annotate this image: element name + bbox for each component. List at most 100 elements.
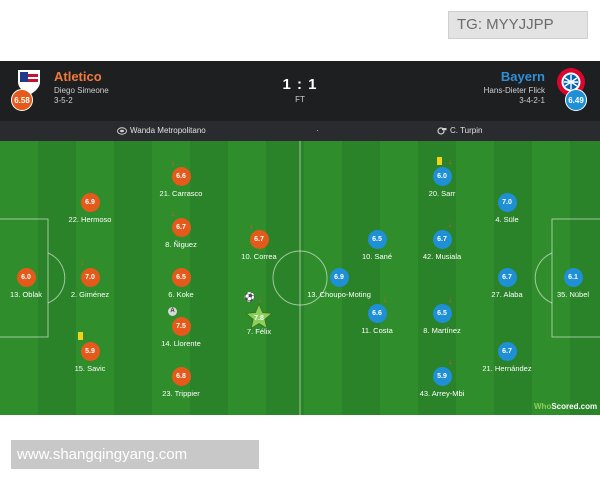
match-score: 1 : 1 xyxy=(282,76,318,93)
watermark-bottom: www.shangqingyang.com xyxy=(11,440,259,469)
player-rating: 6.7 xyxy=(171,218,191,237)
player-savic[interactable]: 5.9 15. Savic xyxy=(45,342,135,373)
player-oblak[interactable]: 6.0 13. Oblak xyxy=(0,268,71,299)
player-rating: 6.5 xyxy=(171,268,191,287)
player-name: 8. Ñiguez xyxy=(165,240,197,249)
away-formation: 3-4-2-1 xyxy=(519,96,545,105)
player-rating: 6.7 xyxy=(432,230,452,249)
brand-part: Scored xyxy=(551,402,579,411)
player-rating: 6.7 xyxy=(497,342,517,361)
player-name: 22. Hermoso xyxy=(68,215,112,224)
player-name: 6. Koke xyxy=(168,290,194,299)
player-rating: 6.6 xyxy=(367,304,387,323)
player-sane[interactable]: 6.5 10. Sané xyxy=(332,230,422,261)
player-sule[interactable]: 7.0 4. Süle xyxy=(462,193,552,224)
player-correa[interactable]: 6.7 10. Correa xyxy=(214,230,304,261)
player-rating: 6.1 xyxy=(563,268,583,287)
player-name: 20. Sarr xyxy=(428,189,456,198)
player-name: 23. Trippier xyxy=(162,389,200,398)
player-name: 2. Giménez xyxy=(70,290,110,299)
player-rating: 7.5 xyxy=(171,317,191,336)
man-of-the-match-star-icon: 7.8 xyxy=(245,303,273,329)
sub-arrow-icon: ↓ xyxy=(80,258,84,267)
sub-arrow-icon: ↓ xyxy=(448,220,452,229)
match-header xyxy=(0,61,600,121)
player-name: 8. Martínez xyxy=(423,326,461,335)
player-rating: 6.6 xyxy=(171,167,191,186)
player-rating: 6.7 xyxy=(497,268,517,287)
player-name: 10. Correa xyxy=(241,252,277,261)
player-name: 11. Costa xyxy=(361,326,393,335)
away-team-rating: 6.49 xyxy=(565,89,587,111)
sub-arrow-icon: ↓ xyxy=(383,295,387,304)
sub-arrow-icon: ↓ xyxy=(448,295,452,304)
player-rating: 5.9 xyxy=(432,367,452,386)
player-name: 7. Félix xyxy=(246,327,272,336)
info-separator: · xyxy=(316,126,319,135)
atletico-logo-icon xyxy=(18,70,40,95)
goal-ball-icon: ⚽ xyxy=(244,292,256,302)
sub-arrow-icon: ↓ xyxy=(448,357,452,366)
player-rating: 7.0 xyxy=(497,193,517,212)
player-arrey-mbi[interactable]: 5.9 43. Arrey-Mbi xyxy=(397,367,487,398)
player-name: 21. Carrasco xyxy=(159,189,203,198)
player-gimenez[interactable]: 7.0 2. Giménez xyxy=(45,268,135,299)
player-choupo-moting[interactable]: 6.9 13. Choupo-Moting xyxy=(294,268,384,299)
player-alaba[interactable]: 6.7 27. Alaba xyxy=(462,268,552,299)
player-rating: 6.8 xyxy=(171,367,191,386)
player-rating: 7.0 xyxy=(80,268,100,287)
sub-arrow-icon: ↓ xyxy=(171,209,175,218)
player-rating: 6.5 xyxy=(432,304,452,323)
player-name: 13. Oblak xyxy=(9,290,43,299)
player-hermoso[interactable]: 6.9 22. Hermoso xyxy=(45,193,135,224)
match-status: FT xyxy=(295,95,305,104)
referee: C. Turpin xyxy=(450,126,483,135)
player-name: 27. Alaba xyxy=(491,290,523,299)
player-musiala[interactable]: 6.7 42. Musiala xyxy=(397,230,487,261)
player-llorente[interactable]: 7.5 14. Llorente xyxy=(136,317,226,348)
sub-arrow-icon: ↓ xyxy=(249,221,253,230)
player-rating: 5.9 xyxy=(80,342,100,361)
home-manager: Diego Simeone xyxy=(54,86,109,95)
stadium-icon xyxy=(117,127,127,135)
pitch-lines xyxy=(0,141,600,415)
player-martinez[interactable]: 6.5 8. Martínez xyxy=(397,304,487,335)
whistle-icon xyxy=(437,127,447,135)
player-koke[interactable]: 6.5 6. Koke xyxy=(136,268,226,299)
brand-part: .com xyxy=(578,402,598,411)
player-name: 14. Llorente xyxy=(161,339,201,348)
sub-arrow-icon: ↓ xyxy=(171,158,175,167)
player-name: 10. Sané xyxy=(361,252,393,261)
whoscored-logo: WhoScored.com xyxy=(534,402,597,411)
home-team-name[interactable]: Atletico xyxy=(54,69,102,84)
yellow-card-icon xyxy=(437,157,442,165)
player-rating: 6.9 xyxy=(80,193,100,212)
player-nubel[interactable]: 6.1 35. Nübel xyxy=(528,268,600,299)
player-name: 4. Süle xyxy=(495,215,519,224)
assist-icon: A xyxy=(168,307,177,316)
home-team-rating: 6.58 xyxy=(11,89,33,111)
player-niguez[interactable]: 6.7 8. Ñiguez xyxy=(136,218,226,249)
player-trippier[interactable]: 6.8 23. Trippier xyxy=(136,367,226,398)
sub-arrow-icon: ↓ xyxy=(448,157,452,166)
player-sarr[interactable]: 6.0 20. Sarr xyxy=(397,167,487,198)
player-rating: 6.5 xyxy=(367,230,387,249)
away-team-name[interactable]: Bayern xyxy=(500,69,545,84)
player-carrasco[interactable]: 6.6 21. Carrasco xyxy=(136,167,226,198)
sub-arrow-icon: ↓ xyxy=(258,295,262,304)
player-name: 13. Choupo-Moting xyxy=(307,290,371,299)
away-manager: Hans-Dieter Flick xyxy=(483,86,545,95)
player-felix[interactable]: 7.8 7. Félix xyxy=(214,303,304,336)
player-hernandez[interactable]: 6.7 21. Hernández xyxy=(462,342,552,373)
player-rating: 7.8 xyxy=(254,315,264,322)
player-name: 42. Musiala xyxy=(422,252,462,261)
player-name: 43. Arrey-Mbi xyxy=(419,389,465,398)
player-costa[interactable]: 6.6 11. Costa xyxy=(332,304,422,335)
player-rating: 6.0 xyxy=(432,167,452,186)
yellow-card-icon xyxy=(78,332,83,340)
player-name: 15. Savic xyxy=(74,364,106,373)
watermark-top: TG: MYYJJPP xyxy=(448,11,588,39)
brand-part: Who xyxy=(534,402,552,411)
venue: Wanda Metropolitano xyxy=(130,126,206,135)
player-rating: 6.7 xyxy=(249,230,269,249)
